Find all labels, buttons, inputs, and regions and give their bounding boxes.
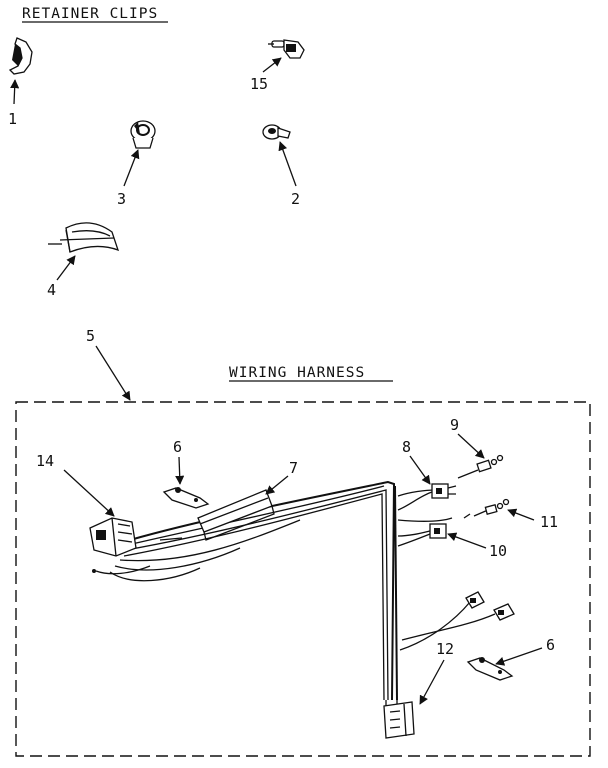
part-11-terminals: 11 [473, 498, 558, 531]
callout-1: 1 [8, 110, 17, 128]
part-2-clip: 2 [262, 124, 300, 208]
callout-11: 11 [540, 513, 558, 531]
callout-9: 9 [450, 416, 459, 434]
callout-12: 12 [436, 640, 454, 658]
part-8-connector: 8 [402, 438, 457, 499]
wiring-harness-title: WIRING HARNESS [229, 365, 365, 381]
callout-2: 2 [291, 190, 300, 208]
callout-6-upper: 6 [173, 438, 182, 456]
callout-10: 10 [489, 542, 507, 560]
wiring-harness [92, 480, 496, 723]
part-15-clip: 15 [250, 39, 305, 93]
retainer-clips-heading: RETAINER CLIPS [22, 6, 168, 23]
part-12-connector: 12 [383, 640, 454, 739]
part-4-sleeve: 4 [47, 222, 120, 299]
part-1-clip: 1 [8, 37, 33, 128]
part-7-tie: 7 [197, 459, 298, 541]
callout-5: 5 [86, 327, 95, 345]
plug-connectors [465, 591, 515, 621]
part-6-clip-lower: 6 [466, 636, 555, 681]
part-9-terminals: 9 [450, 416, 504, 479]
harness-dashed-boundary [15, 401, 591, 757]
part-5-harness-assembly: 5 [15, 327, 591, 757]
callout-4: 4 [47, 281, 56, 299]
part-6-clip-upper: 6 [162, 438, 210, 509]
wiring-harness-heading: WIRING HARNESS [229, 365, 393, 382]
part-10-connector: 10 [429, 523, 507, 560]
callout-6-lower: 6 [546, 636, 555, 654]
callout-7: 7 [289, 459, 298, 477]
part-3-clip: 3 [117, 120, 156, 208]
callout-8: 8 [402, 438, 411, 456]
callout-14: 14 [36, 452, 54, 470]
callout-3: 3 [117, 190, 126, 208]
callout-15: 15 [250, 75, 268, 93]
retainer-clips-title: RETAINER CLIPS [22, 6, 158, 22]
part-14-connector: 14 [36, 452, 137, 557]
